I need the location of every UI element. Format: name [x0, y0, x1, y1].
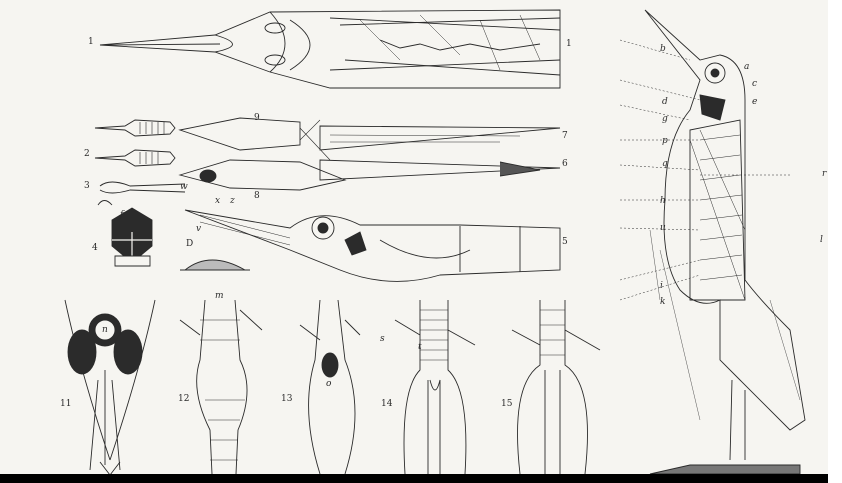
fig4-shield-bone	[112, 208, 152, 266]
figure-number-3: 3	[84, 182, 90, 191]
label-r: r	[822, 170, 826, 179]
label-a: a	[744, 63, 749, 72]
label-f: f	[120, 211, 123, 220]
label-l: l	[820, 236, 823, 245]
label-e: e	[752, 98, 757, 107]
label-k: k	[660, 298, 665, 307]
figure-number-1-right: 1	[566, 40, 572, 49]
label-t: t	[418, 343, 422, 352]
label-q: q	[662, 160, 668, 169]
label-m: m	[215, 292, 224, 301]
figure-number-15: 15	[501, 400, 512, 409]
figure-number-7: 7	[562, 132, 568, 141]
fig6-7-long-beak	[320, 126, 560, 180]
figure-number-13: 13	[281, 395, 292, 404]
fig14-syrinx	[395, 300, 475, 474]
figure-number-12: 12	[178, 395, 189, 404]
figure-label-D: D	[186, 240, 193, 249]
fig12-trachea	[180, 300, 262, 474]
label-b: b	[660, 45, 666, 54]
figure-number-8: 8	[254, 192, 260, 201]
label-z: z	[230, 197, 235, 206]
figure-number-4: 4	[92, 244, 98, 253]
fig1-head-dorsal-view	[100, 10, 560, 88]
right-margin	[828, 0, 842, 483]
fig5-head-lateral-view	[185, 210, 560, 281]
figure-number-6: 6	[562, 160, 568, 169]
label-i: i	[660, 282, 663, 291]
figure-number-14: 14	[381, 400, 392, 409]
label-h: h	[660, 197, 666, 206]
label-u: u	[660, 224, 666, 233]
fig11-tongue-larynx	[65, 300, 155, 475]
figure-number-5: 5	[562, 238, 568, 247]
label-s: s	[380, 335, 385, 344]
bottom-border	[0, 474, 842, 483]
figure-number-9: 9	[254, 114, 260, 123]
figD-sheath	[180, 260, 250, 270]
label-c: c	[752, 80, 757, 89]
label-w: w	[180, 183, 188, 192]
fig15-syrinx	[512, 300, 600, 474]
label-p: p	[662, 137, 668, 146]
fig2-3-small-bones	[95, 120, 185, 205]
label-g: g	[662, 115, 668, 124]
label-o: o	[326, 380, 331, 389]
figure-number-1-left: 1	[88, 38, 94, 47]
figure-number-2: 2	[84, 150, 90, 159]
label-d: d	[662, 98, 668, 107]
label-n: n	[102, 326, 108, 335]
label-v: v	[196, 225, 201, 234]
heron-full-figure	[620, 10, 805, 474]
label-x: x	[215, 197, 220, 206]
figure-number-11: 11	[60, 400, 71, 409]
